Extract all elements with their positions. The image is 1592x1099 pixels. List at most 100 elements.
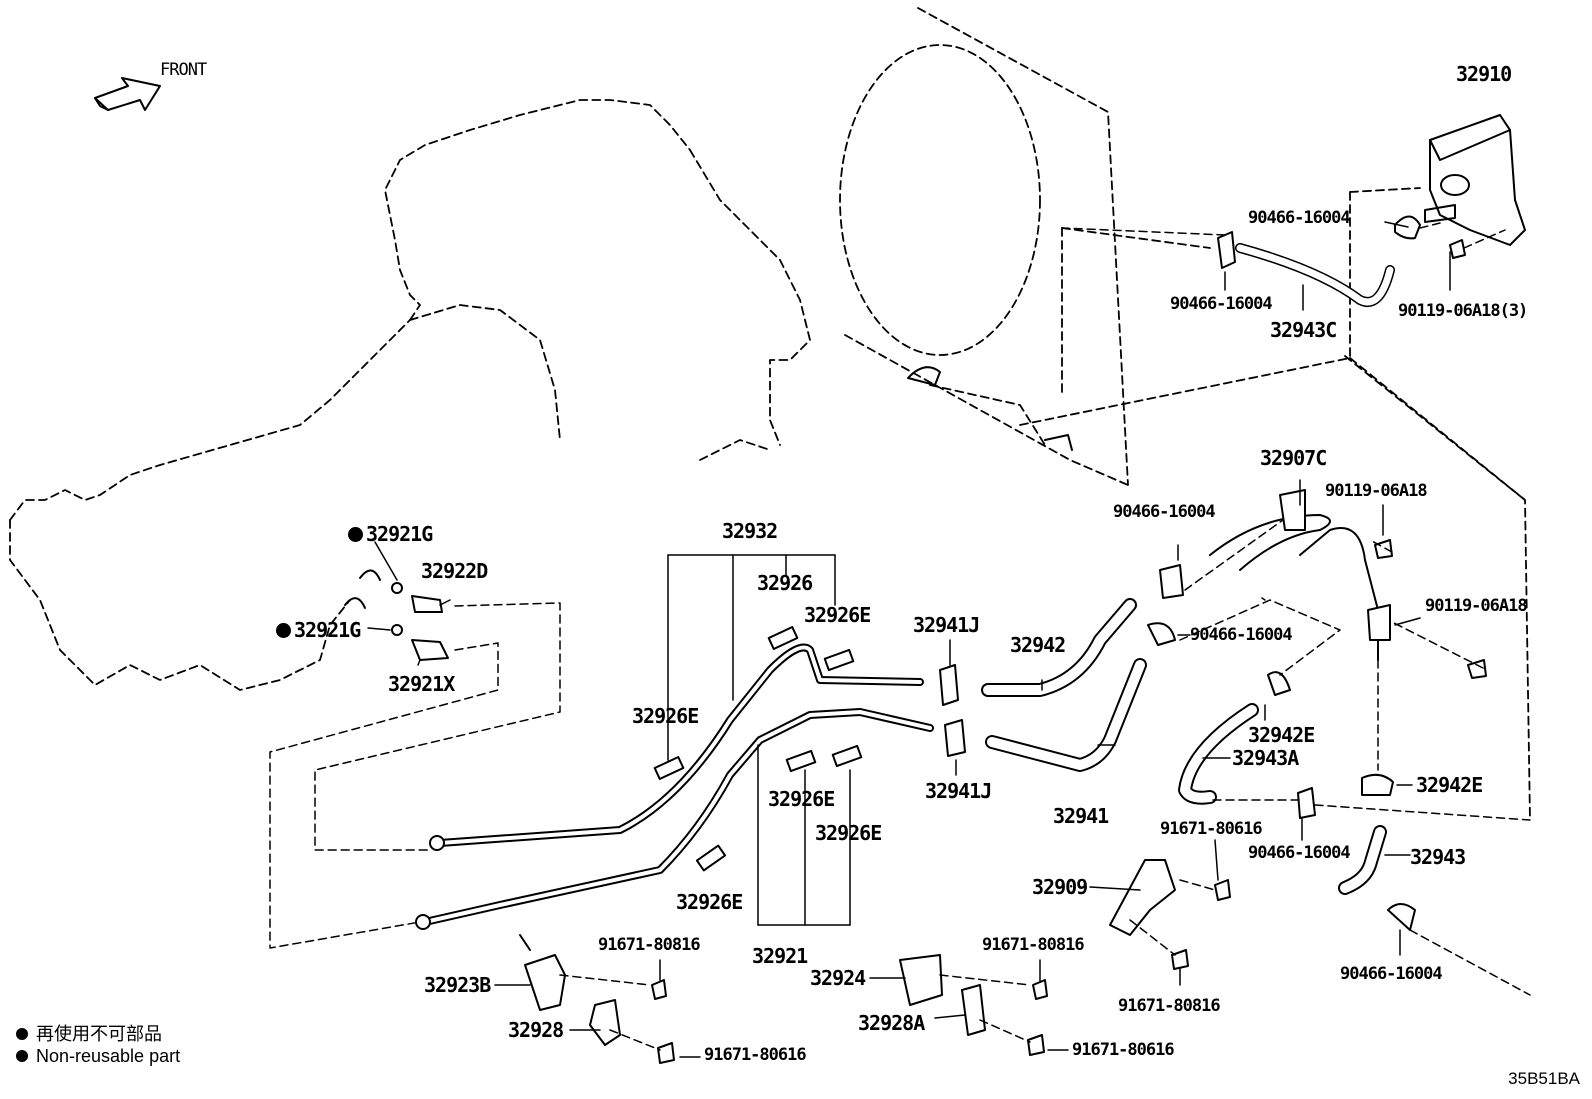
pipe-fitting-upper bbox=[429, 835, 445, 851]
front-arrow-icon bbox=[94, 77, 161, 111]
label-90119-06A18-b: 90119-06A18 bbox=[1425, 596, 1528, 616]
sleeve-32926E-e bbox=[695, 844, 727, 872]
label-90119-06A18-3: 90119-06A18(3) bbox=[1398, 301, 1528, 321]
bolt-90119-cooler bbox=[1449, 239, 1466, 259]
label-32921G-b-text: 32921G bbox=[294, 618, 361, 642]
label-91671-80616-c: 91671-80616 bbox=[1072, 1040, 1175, 1060]
bolt-91671-b bbox=[1171, 949, 1189, 970]
label-32926E-a: 32926E bbox=[804, 603, 871, 627]
label-32942: 32942 bbox=[1010, 633, 1066, 657]
gasket-pair-a bbox=[359, 569, 381, 581]
bracket-32909 bbox=[1109, 859, 1176, 936]
clamp-90466-e bbox=[1297, 787, 1316, 819]
legend-japanese-text: 再使用不可部品 bbox=[36, 1024, 162, 1044]
label-90466-16004-c: 90466-16004 bbox=[1113, 502, 1216, 522]
label-32921G-b: 32921G bbox=[276, 618, 361, 642]
pipe-fitting-lower bbox=[415, 914, 431, 930]
label-32909: 32909 bbox=[1032, 875, 1088, 899]
diagram-code: 35B51BA bbox=[1508, 1069, 1580, 1088]
label-91671-80616-a: 91671-80616 bbox=[1160, 819, 1263, 839]
bolt-91671-a bbox=[1214, 879, 1231, 901]
label-90466-16004-b: 90466-16004 bbox=[1170, 294, 1273, 314]
clamp-32941J-lower bbox=[944, 719, 966, 757]
clamp-32941J-upper bbox=[939, 664, 959, 706]
label-32926E-b: 32926E bbox=[632, 704, 699, 728]
tube-32907C bbox=[1209, 489, 1391, 661]
leader-lines bbox=[367, 221, 1451, 1058]
bolt-91671-d bbox=[1032, 979, 1048, 1000]
legend-english-text: Non-reusable part bbox=[36, 1046, 181, 1066]
clamp-90466-hose bbox=[1217, 231, 1236, 269]
bolt-91671-c bbox=[651, 979, 667, 1000]
label-32926E-e: 32926E bbox=[676, 890, 743, 914]
legend-english: Non-reusable part bbox=[16, 1046, 180, 1067]
label-32921G-a: 32921G bbox=[348, 522, 433, 546]
label-32941J-b: 32941J bbox=[925, 779, 992, 803]
label-91671-80816-b: 91671-80816 bbox=[982, 935, 1085, 955]
label-32921G-a-text: 32921G bbox=[366, 522, 433, 546]
label-32926: 32926 bbox=[757, 571, 813, 595]
label-32928A: 32928A bbox=[858, 1011, 925, 1035]
bolt-91671-f bbox=[1027, 1034, 1045, 1056]
clamp-32942E-a bbox=[1267, 671, 1291, 696]
legend-dot-b bbox=[16, 1050, 28, 1062]
non-reusable-marker-a bbox=[348, 527, 363, 542]
clamp-90466-f bbox=[1387, 903, 1416, 931]
bracket-32924 bbox=[899, 954, 943, 1006]
bolt-90119-a bbox=[1374, 539, 1393, 559]
label-32942E-b: 32942E bbox=[1416, 773, 1483, 797]
oil-cooler-32910 bbox=[1424, 114, 1526, 246]
legend-japanese: 再使用不可部品 bbox=[16, 1020, 162, 1046]
front-direction-label: FRONT bbox=[160, 60, 207, 80]
clamp-90466-d bbox=[1147, 622, 1176, 646]
pipe-32932 bbox=[436, 643, 924, 847]
label-90466-16004-d: 90466-16004 bbox=[1190, 625, 1293, 645]
label-32943A: 32943A bbox=[1232, 746, 1299, 770]
label-32932: 32932 bbox=[722, 519, 778, 543]
label-32922D: 32922D bbox=[421, 559, 488, 583]
clamp-90466-cooler bbox=[1394, 215, 1421, 240]
clamp-32942E-b bbox=[1361, 773, 1394, 796]
clamp-90466-c bbox=[1159, 564, 1184, 599]
label-90466-16004-e: 90466-16004 bbox=[1248, 843, 1351, 863]
label-32942E-a: 32942E bbox=[1248, 723, 1315, 747]
radiator-outline bbox=[839, 7, 1531, 821]
transmission-outline bbox=[9, 99, 811, 691]
label-32943C: 32943C bbox=[1270, 318, 1337, 342]
label-32926E-c: 32926E bbox=[768, 787, 835, 811]
clamp-32928A bbox=[961, 984, 986, 1036]
non-reusable-marker-b bbox=[276, 623, 291, 638]
label-90466-16004-a: 90466-16004 bbox=[1248, 208, 1351, 228]
bolt-90119-b bbox=[1467, 659, 1487, 679]
label-32907C: 32907C bbox=[1260, 446, 1327, 470]
gasket-pair-b bbox=[344, 597, 366, 609]
bracket-32923B bbox=[524, 954, 566, 1011]
gasket-32921G-b bbox=[391, 624, 403, 636]
label-91671-80616-b: 91671-80616 bbox=[704, 1045, 807, 1065]
sleeve-32926E-b bbox=[653, 756, 685, 780]
label-90119-06A18-a: 90119-06A18 bbox=[1325, 481, 1428, 501]
legend-dot-a bbox=[16, 1028, 28, 1040]
bolt-91671-e bbox=[657, 1042, 675, 1064]
label-32923B: 32923B bbox=[424, 973, 491, 997]
label-91671-80816-a: 91671-80816 bbox=[598, 935, 701, 955]
sleeve-32926E-d bbox=[831, 744, 863, 768]
label-32941J-a: 32941J bbox=[913, 613, 980, 637]
label-32921X: 32921X bbox=[388, 672, 455, 696]
radiator-fitting-lower bbox=[1044, 434, 1073, 451]
label-32910: 32910 bbox=[1456, 62, 1512, 86]
label-90466-16004-f: 90466-16004 bbox=[1340, 964, 1443, 984]
label-32928: 32928 bbox=[508, 1018, 564, 1042]
clamp-32928 bbox=[589, 999, 621, 1046]
sleeve-32926 bbox=[767, 626, 799, 650]
label-32926E-d: 32926E bbox=[815, 821, 882, 845]
radiator-fitting-upper bbox=[907, 366, 941, 386]
label-32924: 32924 bbox=[810, 966, 866, 990]
union-32921X bbox=[411, 639, 449, 661]
sleeve-32926E-c bbox=[785, 749, 817, 773]
label-32943: 32943 bbox=[1410, 845, 1466, 869]
label-91671-80816-c: 91671-80816 bbox=[1118, 996, 1221, 1016]
routing-lines bbox=[269, 222, 1531, 1051]
bracket-tab bbox=[519, 934, 531, 951]
